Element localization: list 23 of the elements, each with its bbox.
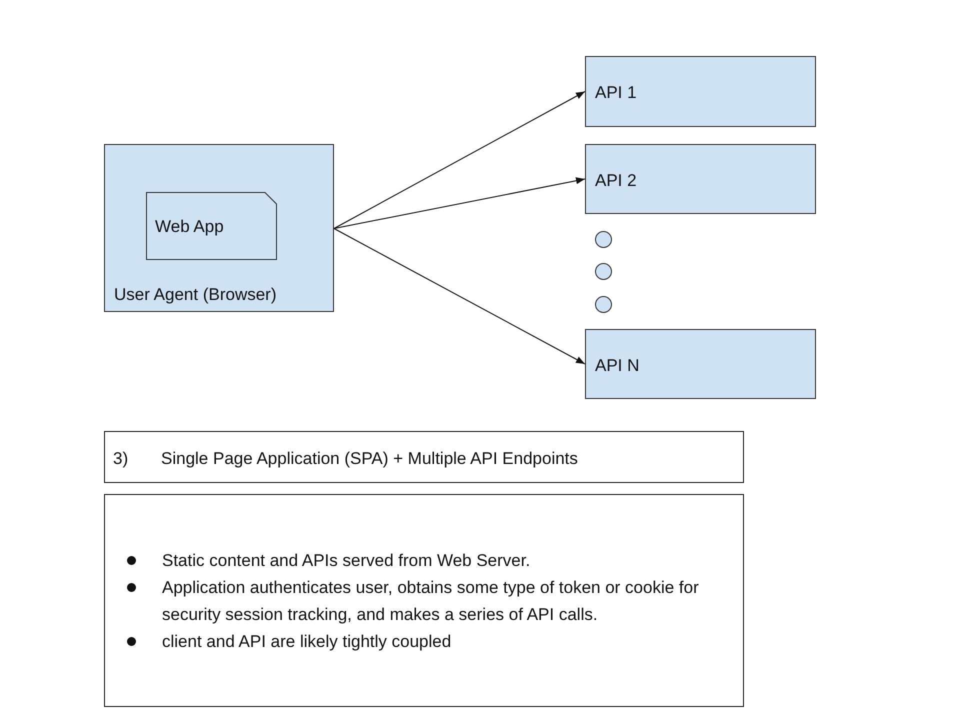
node-label: API 1 (595, 83, 637, 104)
arrow (334, 91, 586, 229)
bullet-text: Application authenticates user, obtains some type of token or cookie for security session tracking, and makes a series of API calls. (162, 578, 699, 624)
document-shape (146, 192, 277, 260)
bullet-text: Static content and APIs served from Web Server. (162, 551, 530, 570)
browser-box (104, 144, 334, 312)
node-label: API 2 (595, 171, 637, 192)
section-number: 3) (113, 449, 128, 470)
ellipsis-circle (595, 231, 612, 248)
api-box (585, 56, 816, 127)
api-box (585, 144, 816, 214)
section-title: Single Page Application (SPA) + Multiple API Endpoints (161, 449, 578, 470)
notes-box (104, 494, 744, 707)
api-box (585, 329, 816, 399)
bullet-text: client and API are likely tightly coupled (162, 632, 452, 651)
arrow (334, 228, 586, 364)
arrow (334, 177, 586, 229)
node-label: User Agent (Browser) (114, 284, 276, 305)
ellipsis-circle (595, 263, 612, 280)
ellipsis-circle (595, 296, 612, 313)
node-label: API N (595, 356, 640, 376)
heading-box (104, 431, 744, 483)
node-label: Web App (155, 217, 224, 238)
